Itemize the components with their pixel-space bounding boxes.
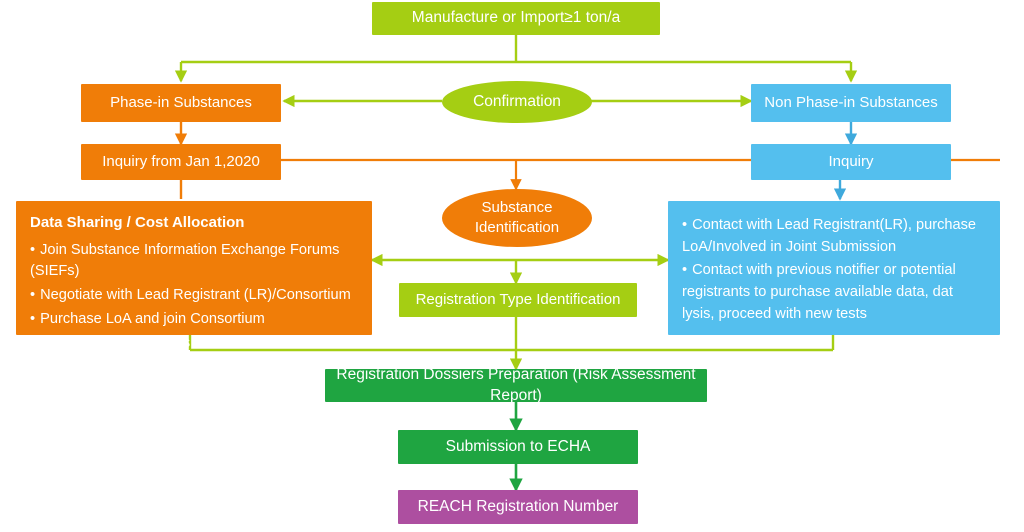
list-item-label: Negotiate with Lead Registrant (LR)/Cons… [40, 286, 351, 303]
list-item-label: Proceed with new tests [40, 334, 191, 351]
data-sharing-title: Data Sharing / Cost Allocation [30, 214, 245, 231]
node-inquiry[interactable]: Inquiry [751, 144, 951, 180]
list-item-label: Contact with Lead Registrant(LR), purcha… [682, 217, 977, 255]
list-item: •Contact with previous notifier or poten… [682, 260, 986, 326]
list-item: •Negotiate with Lead Registrant (LR)/Con… [30, 285, 358, 306]
data-sharing-bullet-list: •Join Substance Information Exchange For… [30, 240, 358, 354]
node-registration-type-identification[interactable]: Registration Type Identification [399, 283, 637, 317]
bullet-icon: • [30, 241, 36, 258]
node-inquiry-from-jan-2020-label: Inquiry from Jan 1,2020 [102, 153, 260, 171]
node-manufacture-or-import-label: Manufacture or Import≥1 ton/a [411, 9, 621, 27]
list-item: •Purchase LoA and join Consortium [30, 309, 358, 330]
node-phase-in-substances-label: Phase-in Substances [110, 94, 252, 112]
node-registration-dossiers-preparation-label: Registration Dossiers Preparation (Risk … [336, 366, 696, 404]
node-manufacture-or-import[interactable]: Manufacture or Import≥1 ton/a [372, 2, 660, 35]
connector-top-split [174, 35, 858, 83]
node-data-sharing-cost-allocation[interactable]: Data Sharing / Cost Allocation •Join Sub… [16, 201, 372, 351]
node-non-phase-in-substances[interactable]: Non Phase-in Substances [751, 84, 951, 122]
list-item-label: Contact with previous notifier or potent… [682, 261, 956, 322]
bullet-icon: • [682, 217, 688, 233]
list-item-label: Join Substance Information Exchange Foru… [30, 241, 340, 279]
node-confirmation-label: Confirmation [473, 92, 561, 110]
bullet-icon: • [30, 286, 36, 303]
node-submission-to-echa-label: Submission to ECHA [445, 437, 591, 455]
connector-middle-bus [370, 253, 670, 285]
list-item: •Contact with Lead Registrant(LR), purch… [682, 215, 986, 259]
node-registration-dossiers-preparation[interactable]: Registration Dossiers Preparation (Risk … [325, 366, 707, 404]
list-item: •Proceed with new tests [30, 333, 358, 354]
node-substance-identification-line1: Substance [481, 199, 553, 217]
node-reach-registration-number[interactable]: REACH Registration Number [398, 490, 638, 524]
node-phase-in-substances[interactable]: Phase-in Substances [81, 84, 281, 122]
node-reach-registration-number-label: REACH Registration Number [417, 497, 619, 515]
node-inquiry-from-jan-2020[interactable]: Inquiry from Jan 1,2020 [81, 144, 281, 180]
node-submission-to-echa[interactable]: Submission to ECHA [398, 430, 638, 464]
node-non-phase-in-actions[interactable]: •Contact with Lead Registrant(LR), purch… [668, 201, 1000, 335]
node-substance-identification-line2: Identification [474, 219, 560, 236]
node-registration-type-identification-label: Registration Type Identification [415, 291, 621, 309]
list-item: •Join Substance Information Exchange For… [30, 240, 358, 282]
node-confirmation[interactable]: Confirmation [442, 81, 592, 123]
node-substance-identification[interactable]: Substance Identification [442, 189, 592, 247]
bullet-icon: • [682, 261, 688, 278]
bullet-icon: • [30, 310, 36, 327]
list-item-label: Purchase LoA and join Consortium [40, 310, 265, 327]
node-inquiry-label: Inquiry [828, 153, 874, 171]
bullet-icon: • [30, 334, 36, 351]
node-non-phase-in-substances-label: Non Phase-in Substances [764, 94, 938, 112]
